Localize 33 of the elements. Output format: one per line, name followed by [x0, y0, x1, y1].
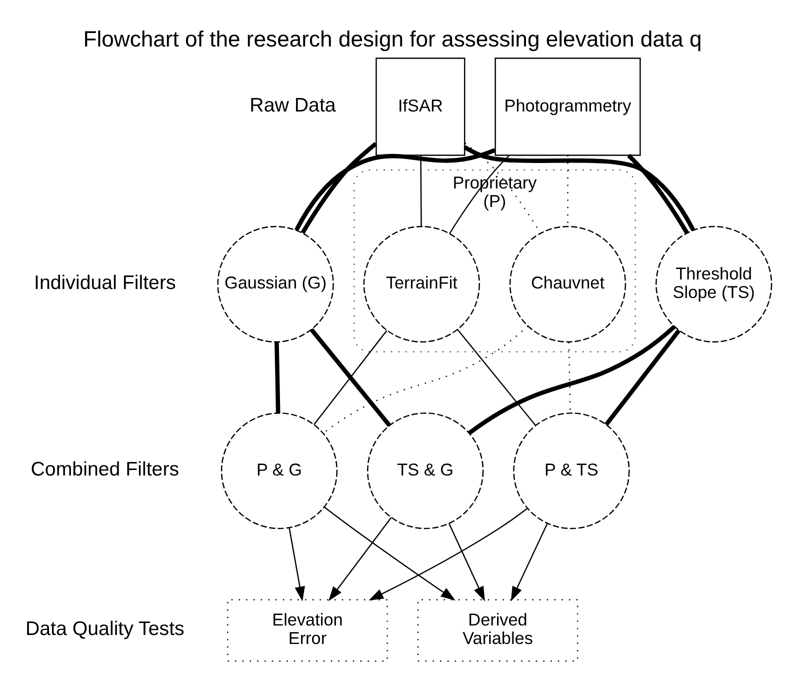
- node-circle: Gaussian (G): [217, 226, 334, 342]
- connector: [468, 324, 676, 435]
- label: Data Quality Tests: [25, 618, 184, 640]
- connector: [604, 329, 681, 426]
- connector: [274, 342, 280, 414]
- connector: [300, 142, 378, 234]
- arrow: [288, 528, 305, 602]
- node-box: IfSAR: [376, 58, 466, 156]
- label: Individual Filters: [34, 272, 176, 294]
- arrow: [368, 508, 528, 601]
- diagram-title: Flowchart of the research design for assessing elevation data q: [83, 26, 702, 52]
- connector: [420, 155, 422, 226]
- connector: [627, 154, 689, 234]
- label: Raw Data: [250, 94, 336, 116]
- node-box: Derived Variables: [417, 599, 578, 662]
- arrow: [328, 517, 392, 602]
- node-circle: Chauvnet: [509, 226, 626, 342]
- node-circle: P & G: [220, 412, 338, 530]
- connector: [294, 148, 496, 232]
- node-circle: P & TS: [513, 412, 630, 530]
- node-circle: TS & G: [367, 412, 484, 530]
- arrow: [510, 523, 548, 602]
- arrow: [324, 506, 456, 601]
- arrow: [448, 523, 485, 602]
- connector: [457, 329, 536, 426]
- node-circle: TerrainFit: [363, 226, 480, 342]
- connector: [322, 326, 528, 434]
- node-circle: Threshold Slope (TS): [656, 226, 772, 342]
- connector: [568, 342, 571, 413]
- node-box: Photogrammetry: [494, 58, 641, 156]
- node-box: Elevation Error: [227, 599, 388, 662]
- connector: [464, 145, 696, 231]
- label: Combined Filters: [30, 458, 180, 480]
